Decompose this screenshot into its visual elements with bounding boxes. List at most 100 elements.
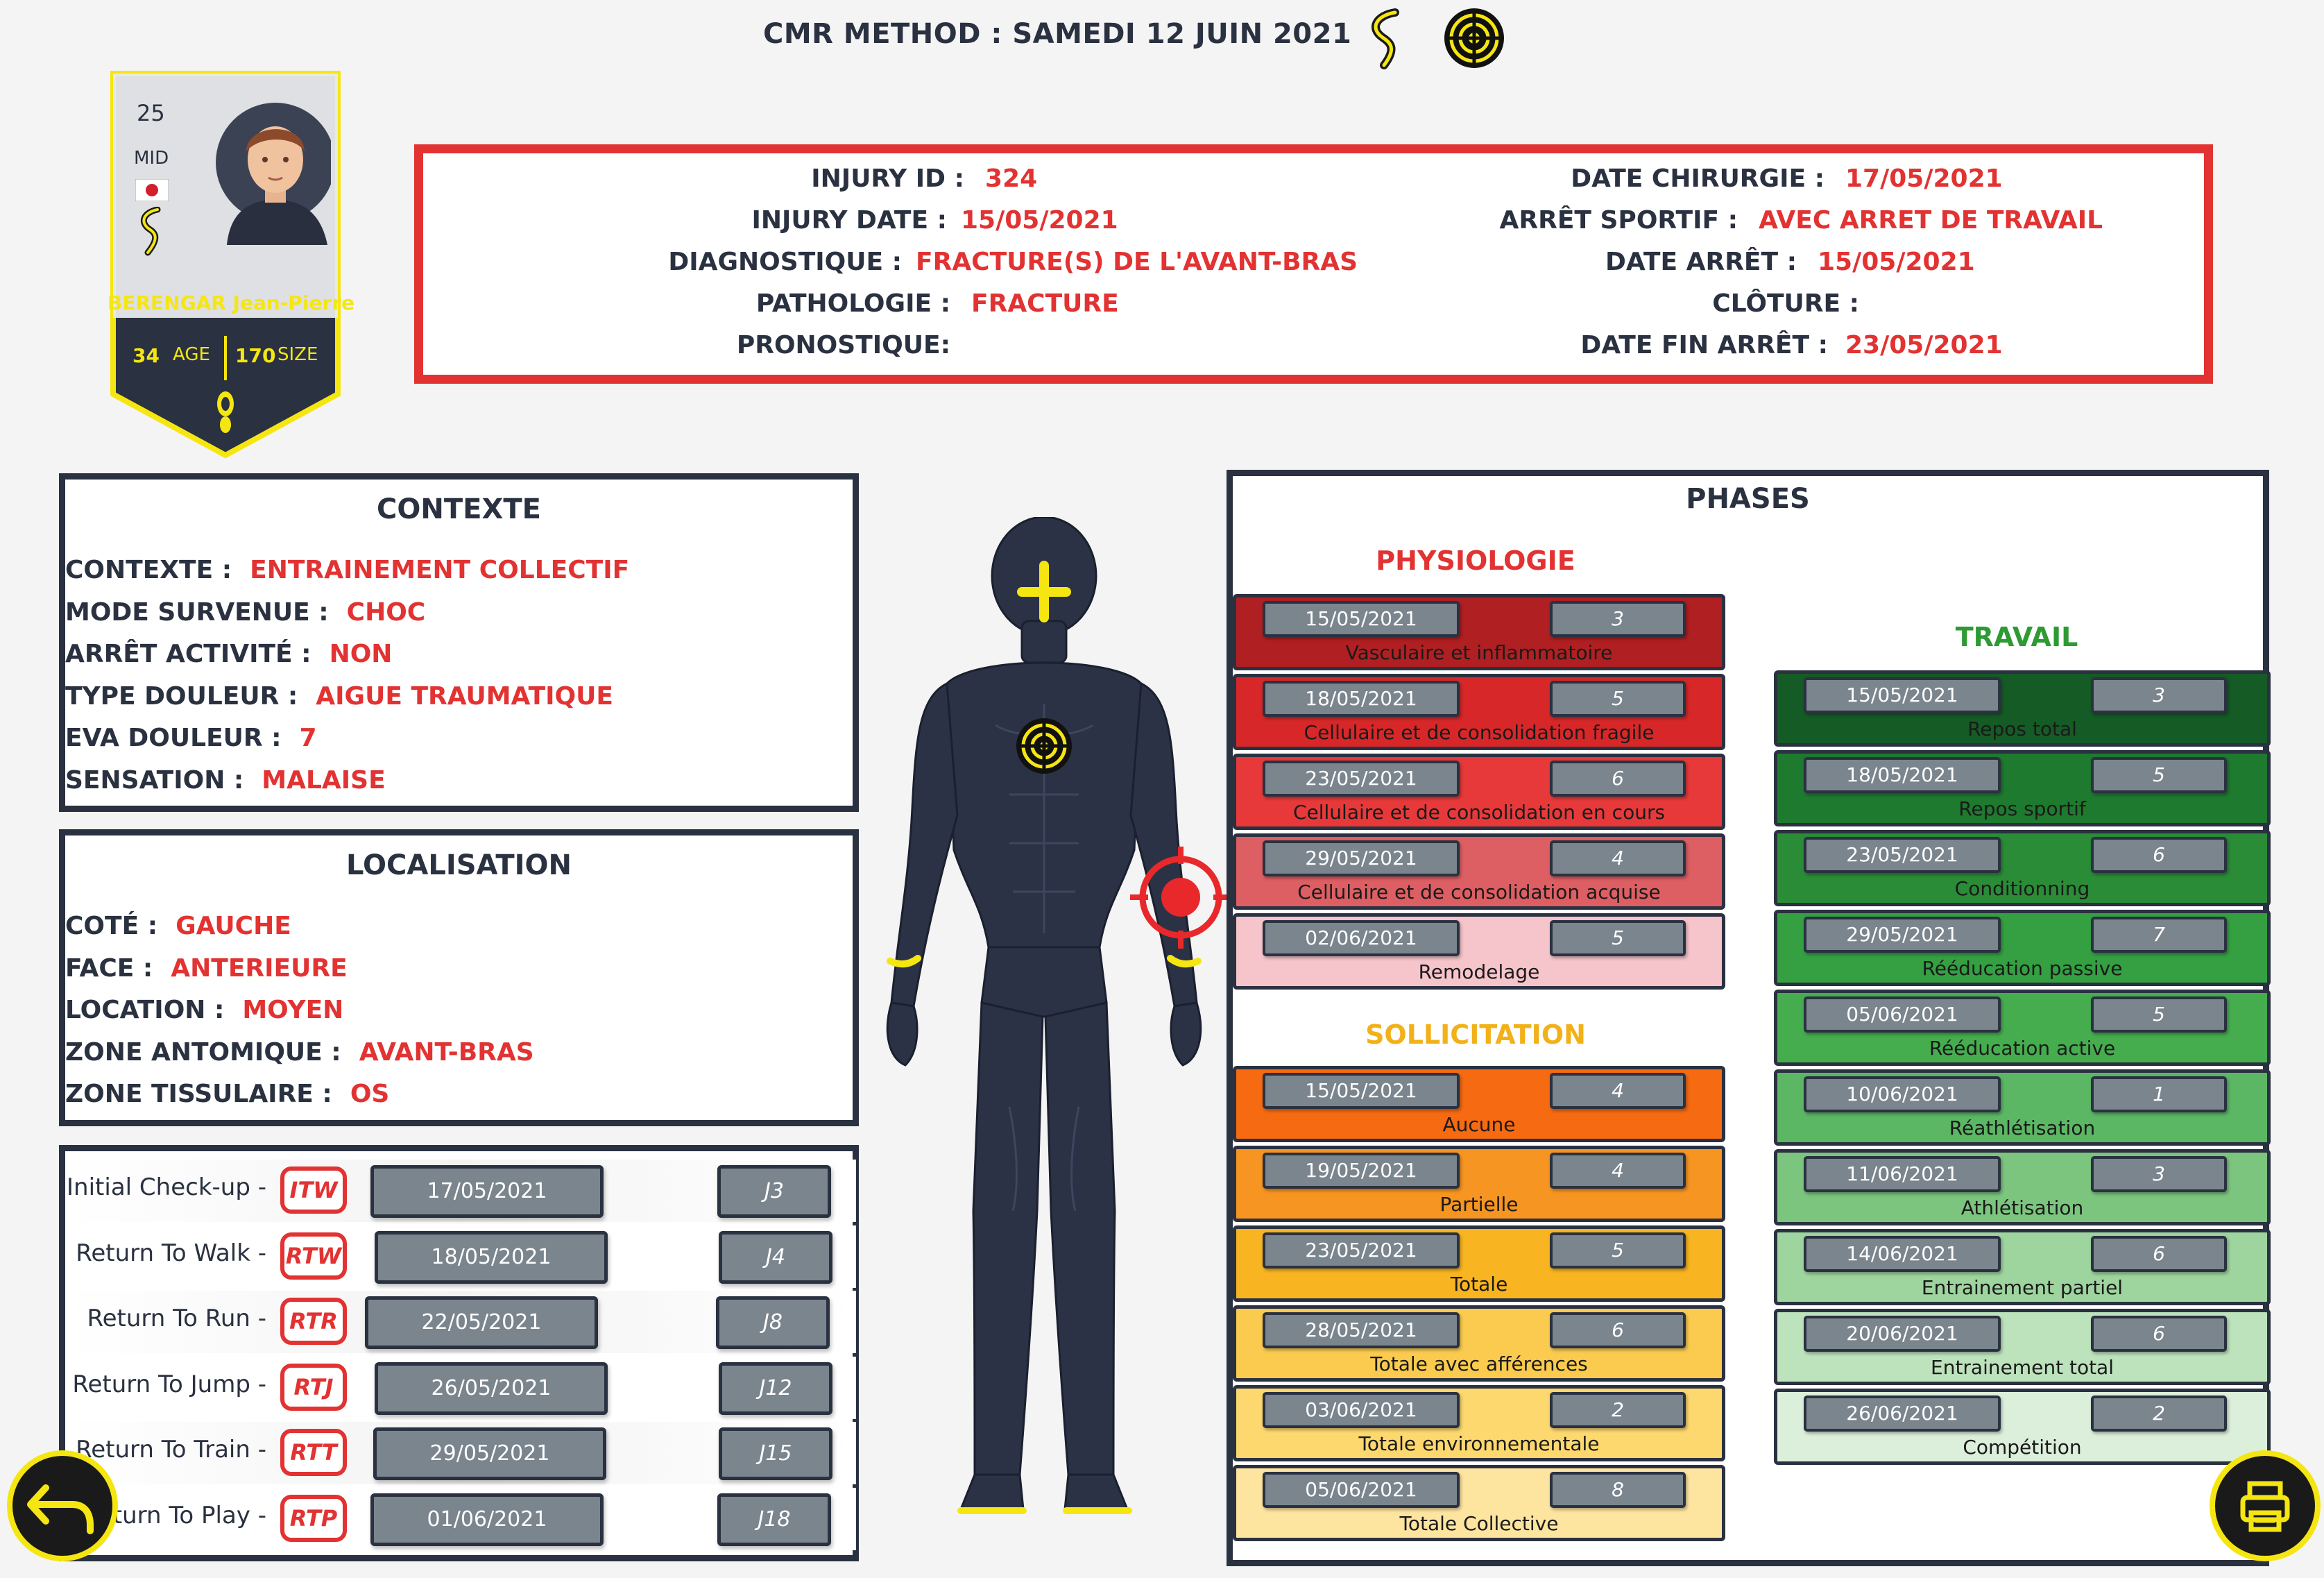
phase-label: Vasculaire et inflammatoire [1345,641,1613,664]
return-code-badge[interactable]: RTW [280,1232,347,1280]
info-key: ZONE ANTOMIQUE : [65,1037,341,1067]
phase-days: 3 [2091,1156,2227,1192]
return-code-badge[interactable]: RTR [280,1298,347,1345]
info-value: ANTERIEURE [171,953,348,983]
info-key: TYPE DOULEUR : [65,681,298,711]
return-date[interactable]: 01/06/2021 [370,1493,604,1546]
return-code-badge[interactable]: RTP [280,1494,347,1542]
injury-summary: INJURY ID : 324 INJURY DATE : 15/05/2021… [414,144,2213,384]
phase-days: 6 [2091,837,2227,873]
sport-stop: AVEC ARRET DE TRAVAIL [1759,206,2103,235]
page-title: CMR METHOD : SAMEDI 12 JUIN 2021 [763,18,1352,50]
phase-date: 10/06/2021 [1804,1076,2001,1112]
return-day[interactable]: J15 [719,1427,832,1480]
info-row: ZONE TISSULAIRE :OS [65,1080,389,1108]
stop-date: 15/05/2021 [1818,248,1975,276]
info-key: MODE SURVENUE : [65,597,329,627]
return-label: Return To Jump - [72,1370,266,1398]
player-age-label: AGE [173,344,210,365]
phase-label: Réathlétisation [1949,1117,2096,1139]
body-figure[interactable] [871,517,1231,1520]
return-date[interactable]: 18/05/2021 [375,1230,608,1284]
phase-days: 6 [2091,1236,2227,1272]
info-value: MALAISE [262,765,386,795]
info-value: NON [329,640,393,668]
phase-days: 5 [2091,996,2227,1033]
return-date[interactable]: 22/05/2021 [365,1296,598,1349]
phase-days: 3 [2091,677,2227,713]
phase-date: 23/05/2021 [1263,1232,1460,1269]
phase-days: 6 [1550,1312,1686,1348]
phase-date: 15/05/2021 [1263,601,1460,637]
phase-days: 3 [1550,601,1686,637]
phases-panel: PHASES PHYSIOLOGIE SOLLICITATION TRAVAIL… [1227,470,2271,1566]
info-value: ENTRAINEMENT COLLECTIF [250,556,630,584]
info-row: MODE SURVENUE :CHOC [65,598,425,627]
info-row: TYPE DOULEUR :AIGUE TRAUMATIQUE [65,682,613,711]
phase-days: 1 [2091,1076,2227,1112]
footprint-icon [217,391,234,433]
info-row: ZONE ANTOMIQUE :AVANT-BRAS [65,1038,534,1067]
phase-date: 20/06/2021 [1804,1316,2001,1352]
phase-label: Compétition [1963,1436,2082,1459]
stop-end-date: 23/05/2021 [1845,331,2003,359]
injury-target-icon [1130,847,1231,949]
player-card[interactable]: 25 MID BERENGAR Jean-Pierre 34 AGE 170 S… [108,68,354,460]
return-label: Initial Check-up - [67,1173,266,1201]
return-code-badge[interactable]: RTT [280,1429,347,1476]
phase-date: 15/05/2021 [1804,677,2001,713]
return-date[interactable]: 17/05/2021 [370,1165,604,1218]
phase-date: 14/06/2021 [1804,1236,2001,1272]
print-button[interactable] [2210,1450,2321,1561]
return-day[interactable]: J3 [717,1165,831,1218]
return-day[interactable]: J4 [719,1230,832,1284]
contexte-title: CONTEXTE [377,493,541,525]
return-date[interactable]: 29/05/2021 [373,1427,606,1480]
injury-id: 324 [985,164,1038,193]
phase-label: Cellulaire et de consolidation en cours [1292,801,1666,824]
phase-date: 26/06/2021 [1804,1395,2001,1432]
phase-label: Entrainement total [1931,1356,2114,1379]
card-divider [224,336,227,380]
info-row: EVA DOULEUR :7 [65,724,317,752]
surgery-date: 17/05/2021 [1845,164,2003,193]
return-code-badge[interactable]: ITW [280,1166,347,1214]
phase-days: 6 [2091,1316,2227,1352]
info-value: 7 [299,724,317,752]
return-day[interactable]: J18 [717,1493,831,1546]
return-day[interactable]: J12 [719,1361,832,1415]
back-button[interactable] [7,1450,118,1561]
localisation-title: LOCALISATION [345,849,572,881]
phase-days: 4 [1550,840,1686,876]
return-day[interactable]: J8 [716,1296,830,1349]
return-date[interactable]: 26/05/2021 [375,1361,608,1415]
phase-days: 7 [2091,917,2227,953]
info-key: ARRÊT ACTIVITÉ : [65,640,311,668]
phase-days: 4 [1550,1073,1686,1109]
return-code-badge[interactable]: RTJ [280,1363,347,1411]
